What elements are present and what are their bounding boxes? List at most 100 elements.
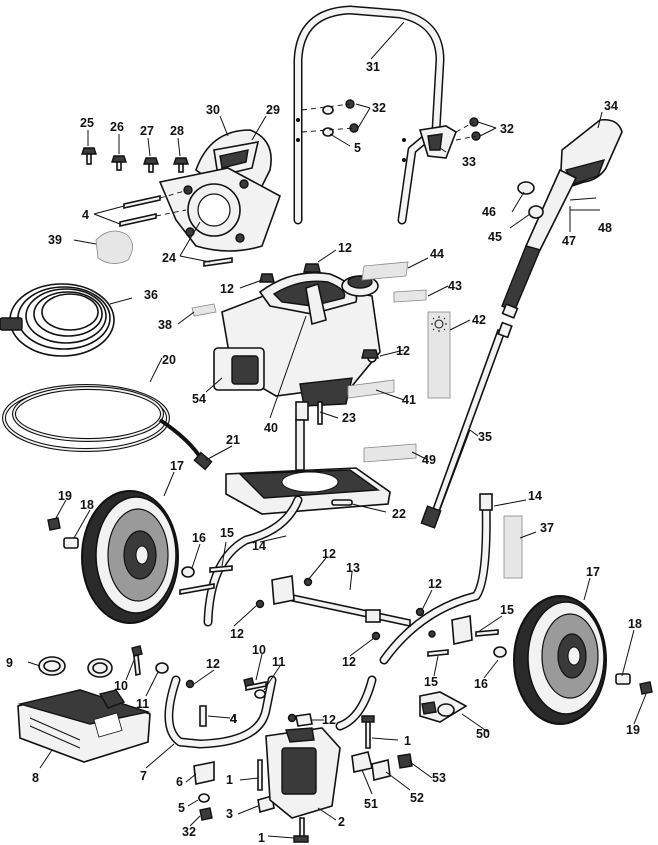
washers-and-bolts — [131, 645, 267, 727]
callout-43: 43 — [448, 279, 462, 293]
callout-15: 15 — [500, 603, 514, 617]
callout-10: 10 — [114, 679, 128, 693]
callout-28: 28 — [170, 124, 184, 138]
callout-14: 14 — [252, 539, 266, 553]
callout-12: 12 — [206, 657, 220, 671]
shroud-bracket-24 — [158, 167, 281, 252]
callout-3: 3 — [226, 807, 233, 821]
callout-38: 38 — [158, 318, 172, 332]
callout-32: 32 — [372, 101, 386, 115]
high-pressure-hose-20 — [2, 384, 213, 471]
callout-14: 14 — [528, 489, 542, 503]
callout-4: 4 — [82, 208, 89, 222]
callout-19: 19 — [626, 723, 640, 737]
callout-numbers: 31 32 32 32 5 5 33 34 25 26 27 28 30 29 … — [6, 60, 642, 845]
frame-nuts-12 — [185, 577, 436, 723]
pump-fittings — [295, 713, 413, 781]
gun-holder-bracket — [418, 121, 477, 159]
callout-12: 12 — [322, 713, 336, 727]
callout-8: 8 — [32, 771, 39, 785]
callout-18: 18 — [80, 498, 94, 512]
callout-7: 7 — [140, 769, 147, 783]
callout-12: 12 — [428, 577, 442, 591]
callout-10: 10 — [252, 643, 266, 657]
callout-37: 37 — [540, 521, 554, 535]
callout-39: 39 — [48, 233, 62, 247]
axle-brackets — [271, 575, 473, 645]
callout-1: 1 — [226, 773, 233, 787]
callout-23: 23 — [342, 411, 356, 425]
callout-15: 15 — [424, 675, 438, 689]
sun-icon — [431, 316, 447, 332]
wheel-hardware — [47, 517, 653, 695]
callout-42: 42 — [472, 313, 486, 327]
callout-16: 16 — [474, 677, 488, 691]
callout-4: 4 — [230, 712, 237, 726]
engine-decals — [191, 261, 523, 579]
callout-19: 19 — [58, 489, 72, 503]
callout-52: 52 — [410, 791, 424, 805]
callout-2: 2 — [338, 815, 345, 829]
callout-44: 44 — [430, 247, 444, 261]
callout-51: 51 — [364, 797, 378, 811]
callout-17: 17 — [586, 565, 600, 579]
callout-34: 34 — [604, 99, 618, 113]
callout-21: 21 — [226, 433, 240, 447]
callout-18: 18 — [628, 617, 642, 631]
callout-29: 29 — [266, 103, 280, 117]
callout-4: 4 — [230, 712, 237, 726]
callout-25: 25 — [80, 116, 94, 130]
callout-5: 5 — [354, 141, 361, 155]
callout-5: 5 — [178, 801, 185, 815]
callout-1: 1 — [258, 831, 265, 845]
callout-15: 15 — [220, 526, 234, 540]
callout-45: 45 — [488, 230, 502, 244]
leader-lines — [27, 21, 647, 839]
callout-12: 12 — [230, 627, 244, 641]
garden-hose-36 — [0, 283, 115, 357]
callout-32: 32 — [182, 825, 196, 839]
wheel-right-17 — [513, 595, 607, 725]
engine — [213, 272, 381, 421]
callout-22: 22 — [392, 507, 406, 521]
callout-33: 33 — [462, 155, 476, 169]
callout-9: 9 — [6, 656, 13, 670]
detergent-tank-8 — [17, 689, 151, 763]
callout-12: 12 — [342, 655, 356, 669]
spray-wand — [420, 321, 513, 529]
callout-36: 36 — [144, 288, 158, 302]
plugs-9 — [38, 656, 113, 678]
pump-2 — [265, 715, 375, 843]
callout-54: 54 — [192, 392, 206, 406]
callout-27: 27 — [140, 124, 154, 138]
bracket-bolts-4 — [119, 189, 233, 267]
callout-16: 16 — [192, 531, 206, 545]
callout-17: 17 — [170, 459, 184, 473]
callout-12: 12 — [338, 241, 352, 255]
engine-plate-22 — [225, 467, 391, 515]
callout-40: 40 — [264, 421, 278, 435]
callout-32: 32 — [500, 122, 514, 136]
callout-6: 6 — [176, 775, 183, 789]
callout-35: 35 — [478, 430, 492, 444]
callout-47: 47 — [562, 234, 576, 248]
shroud-screws — [81, 147, 189, 173]
callout-20: 20 — [162, 353, 176, 367]
callout-41: 41 — [402, 393, 416, 407]
nozzle-holder-50 — [419, 691, 468, 723]
callout-24: 24 — [162, 251, 176, 265]
wheel-left-17 — [81, 490, 179, 624]
callout-31: 31 — [366, 60, 380, 74]
callout-46: 46 — [482, 205, 496, 219]
axle-13 — [277, 587, 411, 627]
callout-53: 53 — [432, 771, 446, 785]
decal-39 — [95, 230, 133, 264]
callout-12: 12 — [220, 282, 234, 296]
callout-13: 13 — [346, 561, 360, 575]
callout-12: 12 — [322, 547, 336, 561]
gun-accessories — [517, 181, 600, 219]
callout-11: 11 — [272, 655, 285, 669]
spray-gun — [501, 118, 623, 319]
callout-50: 50 — [476, 727, 490, 741]
